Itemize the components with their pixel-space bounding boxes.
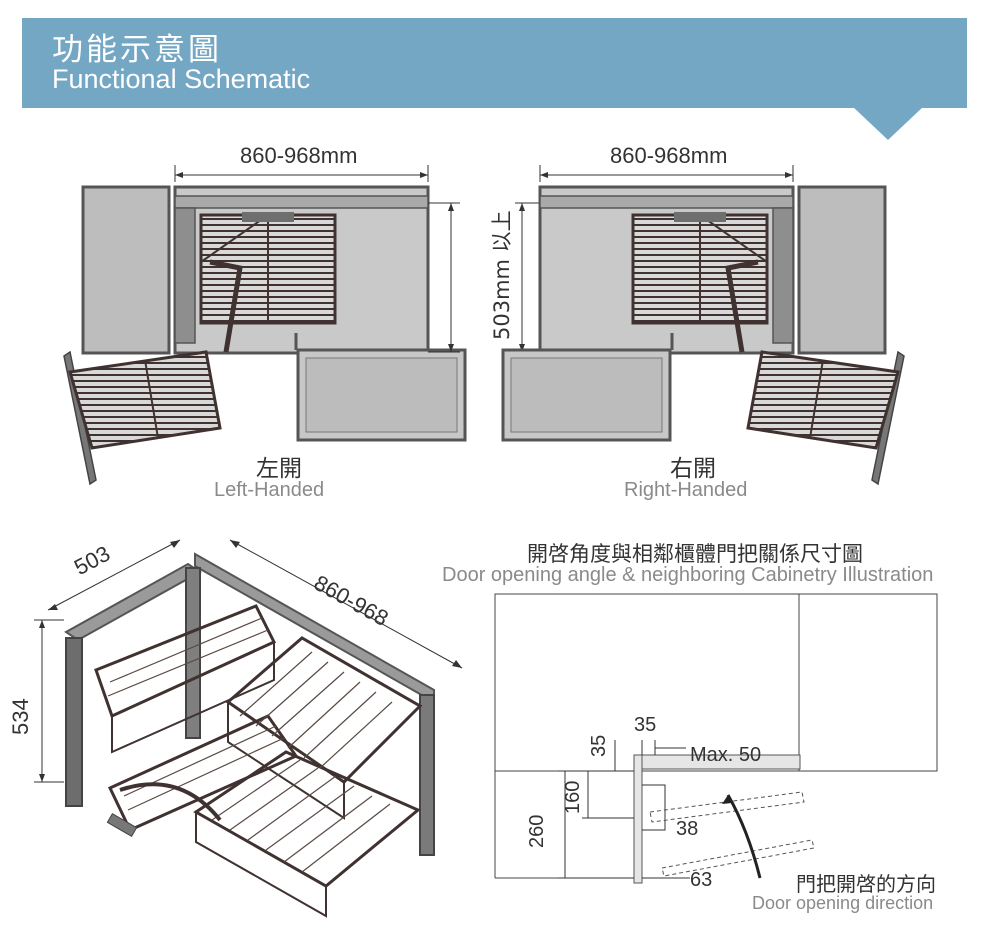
opening-title-zh: 開啓角度與相鄰櫃體門把關係尺寸圖 <box>527 542 863 566</box>
dim-63: 63 <box>690 869 713 891</box>
left-caption-en: Left-Handed <box>214 479 325 501</box>
right-handed-diagram <box>501 165 905 486</box>
dim-35-horizontal: 35 <box>634 714 657 736</box>
dim-160: 160 <box>562 780 584 814</box>
top-diagrams <box>63 165 905 486</box>
header-banner <box>22 18 967 108</box>
dim-max-50: Max. 50 <box>690 744 762 766</box>
opening-title-en: Door opening angle & neighboring Cabinet… <box>442 564 934 586</box>
left-width-dim: 860-968mm <box>240 143 358 168</box>
dim-38: 38 <box>676 818 699 840</box>
dim-35-vertical: 35 <box>588 734 610 757</box>
door-direction-zh: 門把開啓的方向 <box>796 872 936 896</box>
title-chinese: 功能示意圖 <box>52 32 222 68</box>
left-handed-diagram <box>63 165 467 486</box>
isometric-basket-diagram <box>34 539 463 918</box>
right-width-dim: 860-968mm <box>610 143 728 168</box>
dim-260: 260 <box>526 814 548 848</box>
title-english: Functional Schematic <box>52 64 311 94</box>
right-caption-zh: 右開 <box>670 456 716 482</box>
banner-pointer <box>852 106 924 140</box>
iso-height-dim: 534 <box>8 698 33 735</box>
left-caption-zh: 左開 <box>256 456 302 482</box>
opening-angle-diagram <box>494 593 938 884</box>
depth-dim: 503mm 以上 <box>490 210 514 340</box>
right-caption-en: Right-Handed <box>624 479 748 501</box>
door-direction-en: Door opening direction <box>752 893 934 913</box>
